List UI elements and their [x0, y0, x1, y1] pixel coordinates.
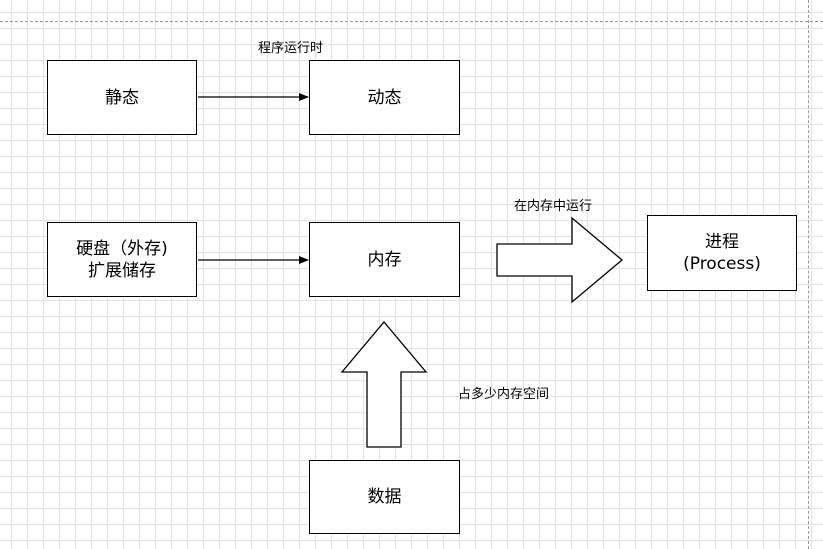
page-boundary-vertical [808, 0, 809, 549]
node-disk: 硬盘（外存) 扩展储存 [47, 222, 197, 297]
node-data-label: 数据 [367, 487, 402, 507]
edge-label-program-run: 程序运行时 [258, 41, 324, 56]
page-boundary-horizontal [0, 21, 823, 22]
node-process-label: 进程 (Process) [683, 232, 761, 274]
node-process: 进程 (Process) [647, 215, 797, 291]
edge-label-occupy-memory: 占多少内存空间 [458, 387, 550, 402]
block-arrow-memory-to-process [496, 216, 624, 304]
node-data: 数据 [309, 460, 460, 534]
node-dynamic: 动态 [309, 60, 460, 135]
node-dynamic-label: 动态 [367, 87, 402, 108]
node-memory-label: 内存 [367, 249, 402, 270]
node-memory: 内存 [309, 222, 460, 297]
node-disk-label: 硬盘（外存) 扩展储存 [76, 238, 168, 281]
edge-label-run-in-memory: 在内存中运行 [514, 199, 593, 214]
block-arrow-data-to-memory [340, 320, 428, 448]
node-static: 静态 [47, 60, 197, 135]
node-static-label: 静态 [105, 87, 139, 108]
